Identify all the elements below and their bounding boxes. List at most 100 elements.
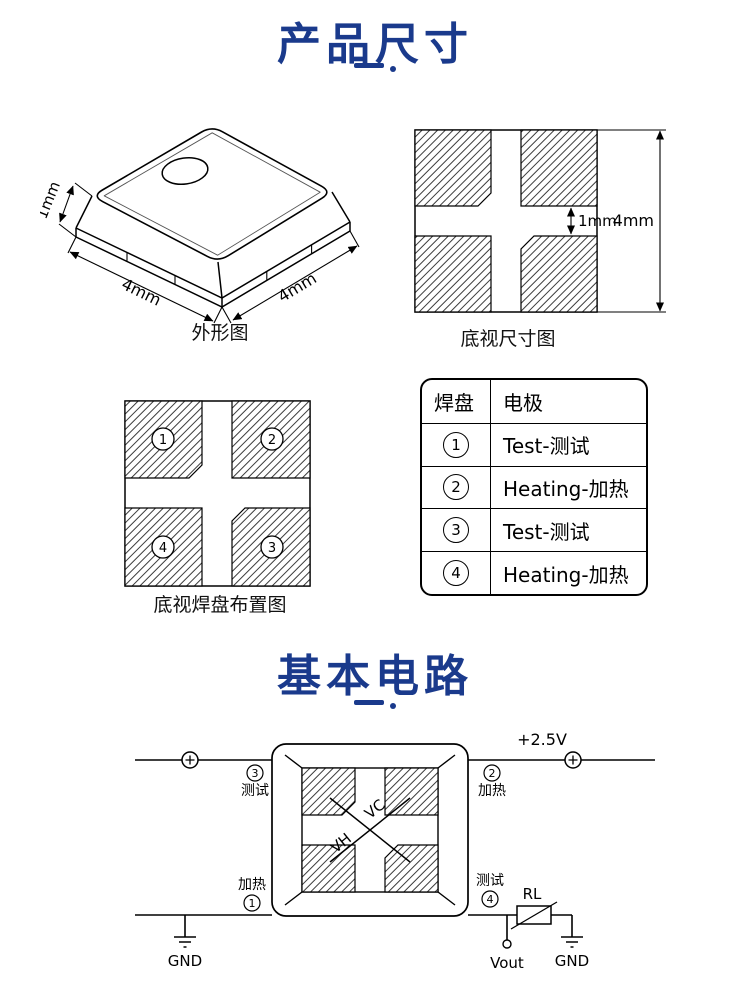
package-top-face (96, 128, 328, 260)
ground-bars (174, 936, 196, 948)
left-dim-extension-lines (67, 236, 223, 324)
height-dim-line (59, 185, 74, 223)
pad-numbers: 1 2 4 3 (151, 427, 284, 559)
section1-title: 产品尺寸 (277, 19, 473, 70)
pad-function-label: 加热 (478, 783, 506, 799)
right-dim-extension-lines (221, 230, 360, 324)
bottom-view-caption: 底视尺寸图 (460, 328, 556, 350)
pad-layout-caption: 底视焊盘布置图 (153, 594, 287, 616)
pad-number-3: 3 (268, 541, 276, 556)
package-hole (161, 156, 209, 186)
pad-annotation-bottom-right: 测试 4 (476, 873, 504, 908)
pad-badge-1: 1 (443, 431, 469, 458)
underline-dot (390, 703, 396, 709)
vout-label: Vout (490, 954, 524, 972)
underline-bar (354, 63, 384, 68)
pad-bottom-left (301, 844, 356, 893)
left-dim-label: 4mm (119, 274, 165, 309)
ground-icon-left (174, 936, 196, 948)
pad-number: 4 (487, 893, 494, 906)
plus-terminal-icon-left (181, 751, 199, 769)
pad-annotation-bottom-left: 加热 1 (238, 877, 266, 912)
pad-top-left (301, 767, 356, 816)
section1-title-underline (0, 63, 750, 72)
pad-number: 1 (249, 897, 256, 910)
right-dim-line (232, 245, 358, 321)
pad-table-row2-pad: 2 (422, 465, 490, 509)
height-dim-label: 1mm (40, 179, 64, 222)
outline-dimensions (58, 182, 360, 324)
sensor-pads (301, 767, 439, 893)
pad-table-row1-pad: 1 (422, 422, 490, 466)
pad-function-label: 测试 (476, 873, 504, 889)
pad-number-circle-2 (260, 427, 284, 451)
pad-table-row4-electrode: Heating-加热 (490, 551, 646, 594)
pad-annotation-top-left: 3 测试 (241, 764, 269, 799)
pad-top-right (384, 767, 439, 816)
supply-label: +2.5V (517, 730, 567, 749)
pad-table-row1-electrode: Test-测试 (490, 422, 646, 466)
section2-title-underline (0, 700, 750, 709)
pad-number-2: 2 (268, 433, 276, 448)
load-resistor (510, 901, 558, 930)
corner-connection-ticks (284, 754, 456, 906)
pad-table-header-pad: 焊盘 (434, 390, 474, 415)
sensor-pads (414, 129, 598, 313)
pad-table: 焊盘 电极 1 Test-测试 2 Heating-加热 3 Test-测试 4… (420, 378, 648, 596)
rl-label: RL (523, 885, 542, 903)
pad-bottom-right (520, 235, 598, 313)
vout-terminal-icon (502, 939, 512, 949)
outline-caption: 外形图 (191, 322, 249, 344)
side-dim-extension-lines (597, 129, 666, 313)
pad-table-row3-electrode: Test-测试 (490, 508, 646, 552)
pad-number-1: 1 (159, 433, 167, 448)
lid-inner-contour (103, 132, 321, 256)
circuit-diagram: +2.5V GND GND Vout RL VC VH (135, 730, 655, 972)
pad-number: 2 (489, 767, 496, 780)
pad-top-right (520, 129, 598, 207)
ground-icon-right (561, 936, 583, 948)
channel-width-dim-label: 1mm (578, 212, 617, 230)
underline-dot (390, 66, 396, 72)
gnd-label-right: GND (555, 952, 589, 970)
underline-bar (354, 700, 384, 705)
plus-terminal-icon-right (564, 751, 582, 769)
pad-number-circle-1 (151, 427, 175, 451)
pad-number-circle (243, 894, 261, 912)
vc-vh-cross-lines (329, 797, 411, 863)
pad-bottom-right (384, 844, 439, 893)
pad-number-circle-3 (260, 535, 284, 559)
pad-table-row4-pad: 4 (422, 551, 490, 594)
resistor-strike (510, 901, 558, 930)
lid-side-edges (75, 191, 351, 299)
pad-number: 3 (252, 767, 259, 780)
pad-table-row3-pad: 3 (422, 508, 490, 551)
height-dim-extension-lines (58, 182, 93, 238)
pad-number-circle-4 (151, 535, 175, 559)
pad-layout-diagram: 1 2 4 3 (124, 400, 311, 587)
package-body (75, 128, 351, 308)
gnd-label-left: GND (168, 952, 202, 970)
section2-title: 基本电路 (277, 651, 473, 702)
pad-function-label: 测试 (241, 783, 269, 799)
pad-top-left (414, 129, 492, 207)
bottom-view-diagram: 1mm 4mm (414, 129, 666, 313)
right-dim-label: 4mm (275, 268, 320, 306)
outline-diagram: 1mm 4mm 4mm (40, 128, 360, 324)
pad-number-4: 4 (159, 541, 167, 556)
pad-badge-4: 4 (443, 560, 469, 587)
pad-bottom-left (414, 235, 492, 313)
pad-table-row2-electrode: Heating-加热 (490, 465, 646, 509)
pad-number-circle (483, 764, 501, 782)
side-dim-label: 4mm (613, 211, 654, 230)
pad-number-circle (481, 890, 499, 908)
pad-badge-2: 2 (443, 474, 469, 501)
pad-function-label: 加热 (238, 877, 266, 893)
ground-bars (561, 936, 583, 948)
left-dim-line (69, 251, 214, 322)
plus-sign (568, 755, 578, 765)
base-corner-edges (75, 222, 351, 307)
pad-number-circle (246, 764, 264, 782)
plus-sign (185, 755, 195, 765)
